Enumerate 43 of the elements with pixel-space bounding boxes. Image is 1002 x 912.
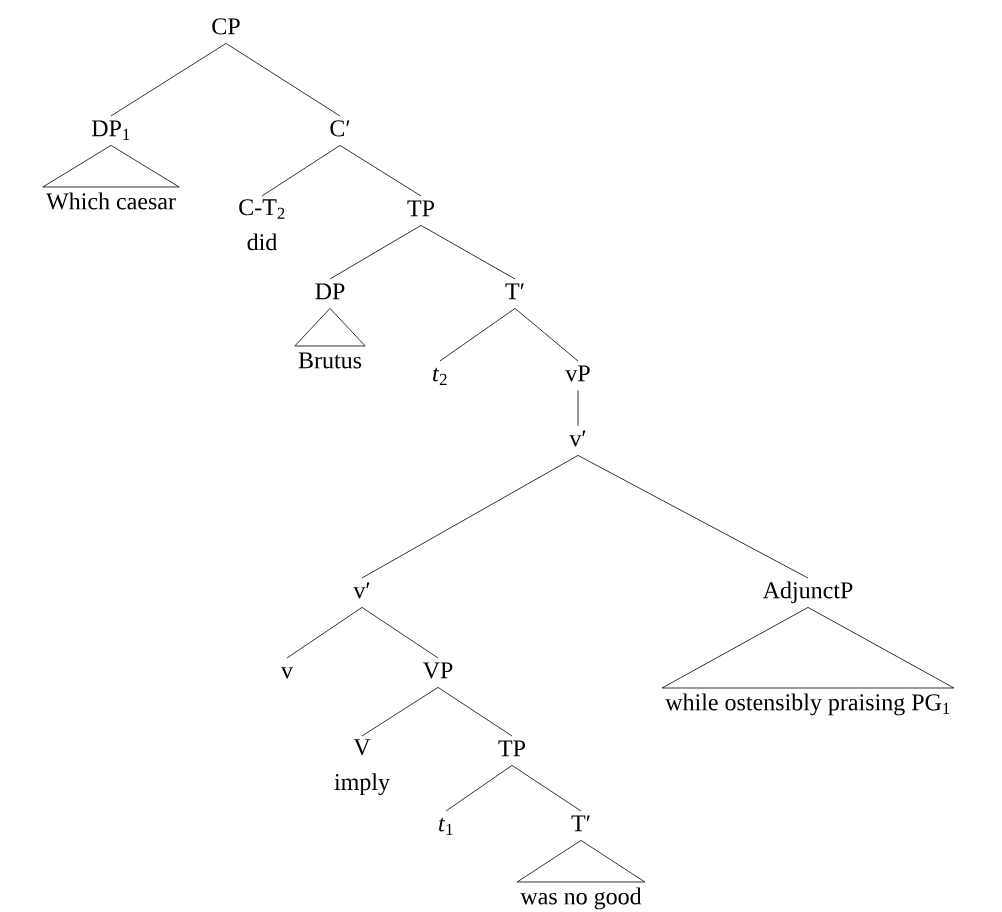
tree-label: DP bbox=[315, 283, 345, 300]
phrase-text: was no good bbox=[520, 887, 642, 910]
tree-label: CP bbox=[212, 18, 240, 35]
triangle-roof bbox=[516, 840, 646, 883]
branch-line bbox=[329, 225, 422, 280]
tree-label: V imply bbox=[334, 739, 390, 796]
phrase-text: Brutus bbox=[298, 352, 362, 369]
branch-line bbox=[361, 687, 439, 737]
triangle-roof bbox=[294, 308, 366, 347]
tree-label: C-T$_{2}$ did bbox=[239, 199, 285, 251]
tree-label: t$_{2}$ bbox=[433, 367, 447, 385]
tree-label: C′ bbox=[330, 120, 350, 137]
triangle-roof bbox=[661, 607, 955, 689]
tree-label: v bbox=[281, 667, 293, 679]
phrase-text: Which caesar bbox=[46, 192, 176, 210]
branch-line bbox=[361, 455, 579, 579]
tree-label: AdjunctP bbox=[762, 581, 853, 604]
tree-label: vP bbox=[565, 365, 590, 382]
tree-label: TP bbox=[407, 200, 435, 217]
tree-label: VP bbox=[422, 662, 453, 679]
branch-line bbox=[286, 607, 363, 659]
tree-label: T′ bbox=[505, 283, 524, 300]
branch-line bbox=[261, 145, 341, 197]
branch-line bbox=[514, 308, 579, 362]
tree-label: DP$_{1}$ bbox=[91, 120, 130, 140]
tree-label: T′ bbox=[571, 815, 590, 832]
tree-label: v′ bbox=[353, 582, 370, 599]
tree-label: t$_{1}$ bbox=[439, 817, 453, 835]
branch-line bbox=[439, 308, 516, 362]
branch-line bbox=[225, 43, 341, 117]
phrase-text: while ostensibly praising PG$_{1}$ bbox=[665, 693, 950, 716]
branch-line bbox=[511, 765, 582, 812]
triangle-roof bbox=[42, 145, 180, 188]
branch-line bbox=[110, 43, 227, 117]
branch-line bbox=[339, 145, 422, 197]
tree-label: TP bbox=[498, 740, 526, 757]
branch-line bbox=[437, 687, 513, 737]
branch-line bbox=[445, 765, 513, 812]
branch-line bbox=[577, 390, 579, 427]
branch-line bbox=[420, 225, 516, 280]
branch-line bbox=[577, 455, 809, 579]
tree-label: v′ bbox=[569, 430, 586, 447]
branch-line bbox=[361, 607, 439, 659]
